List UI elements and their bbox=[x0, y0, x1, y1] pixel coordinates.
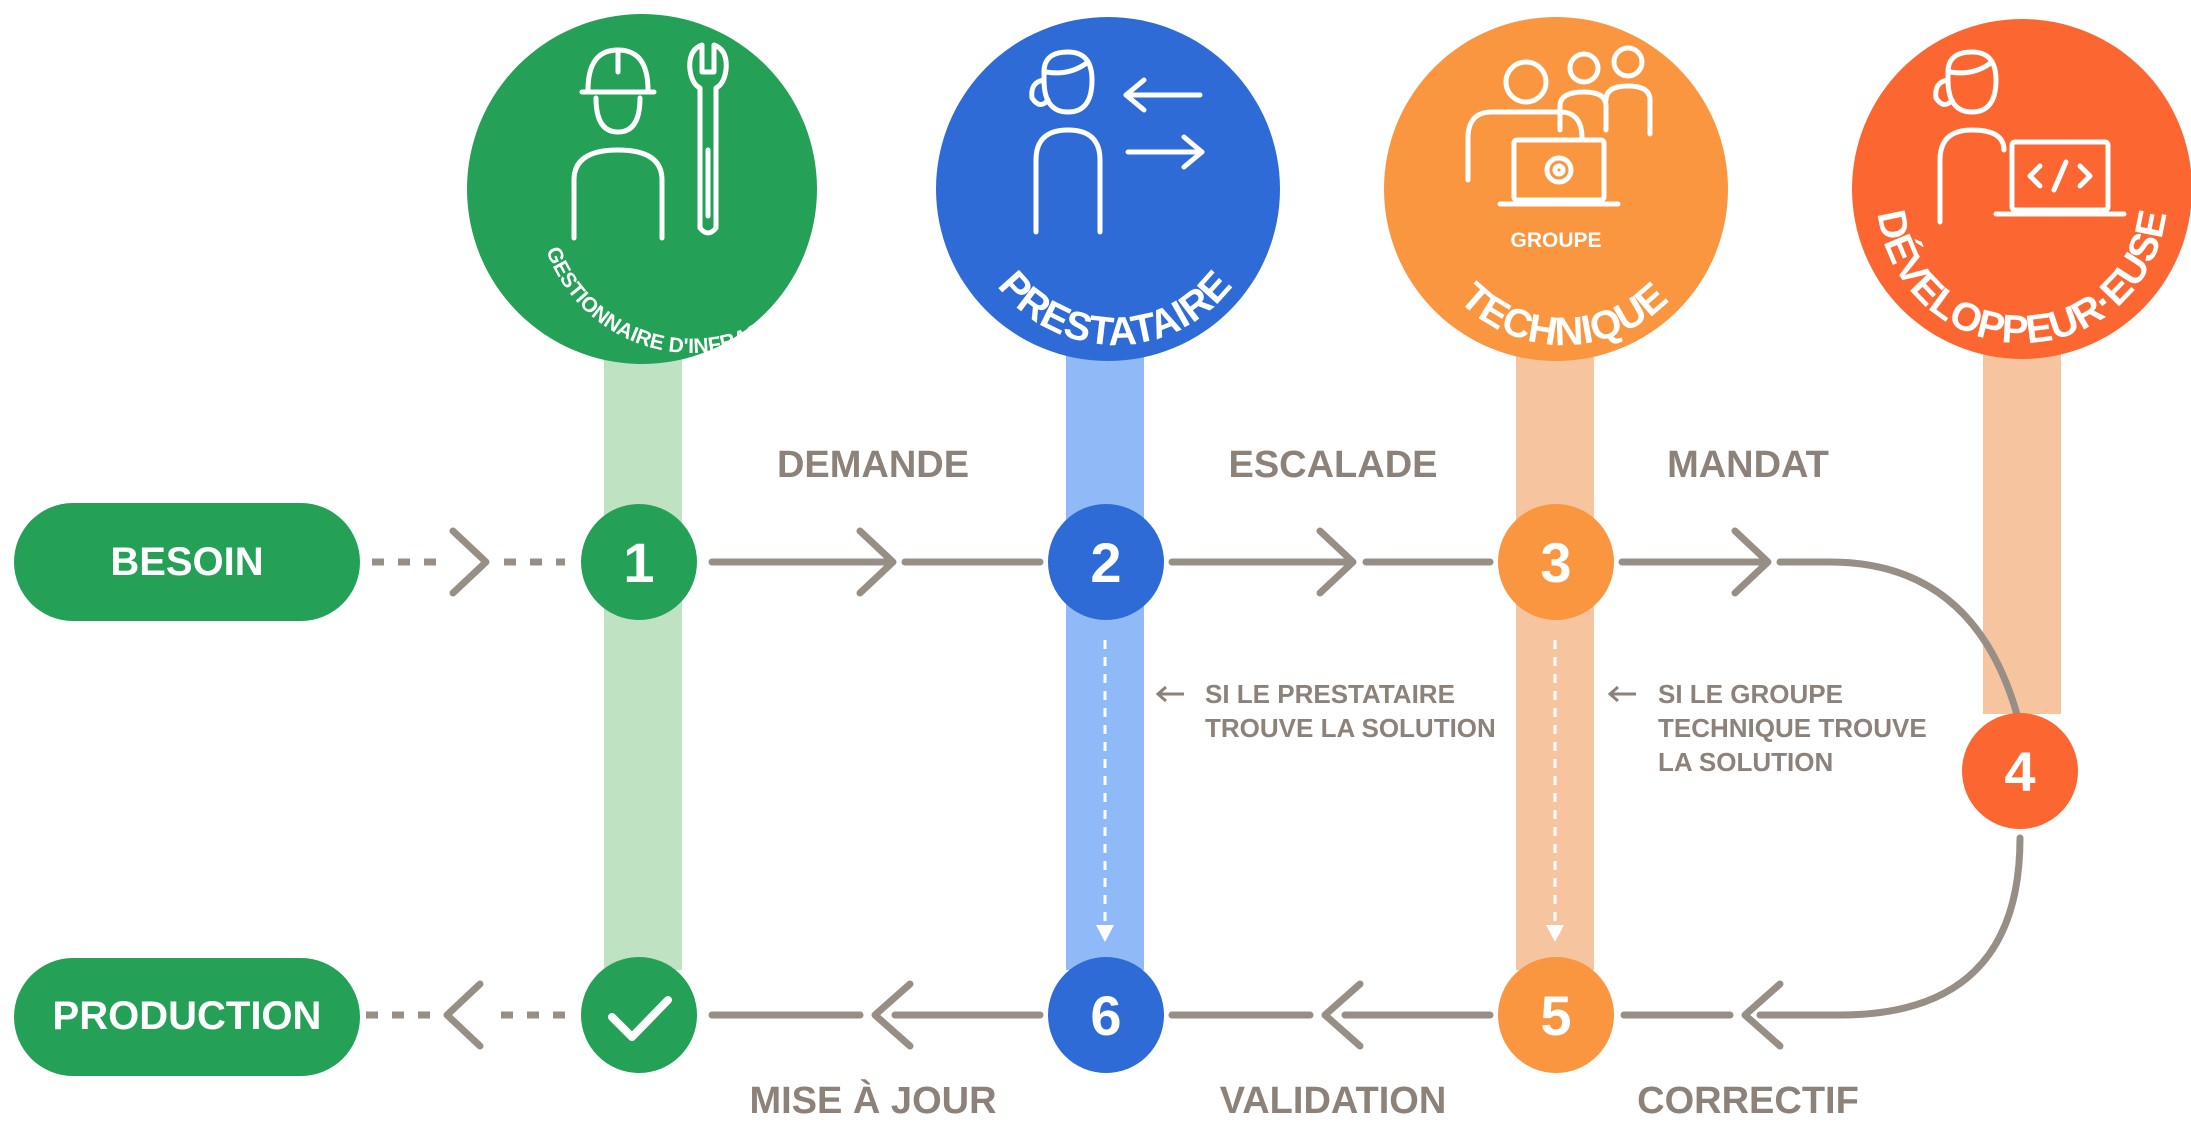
step-3-number: 3 bbox=[1540, 531, 1571, 594]
step-5-number: 5 bbox=[1540, 984, 1571, 1047]
lane-infra bbox=[604, 355, 682, 970]
terminal-start: BESOIN bbox=[14, 503, 360, 621]
step-6-number: 6 bbox=[1090, 984, 1121, 1047]
shortcut-lines bbox=[1096, 640, 1564, 942]
label-correctif: CORRECTIF bbox=[1637, 1080, 1859, 1122]
note-presta-line-1: SI LE PRESTATAIRE bbox=[1205, 679, 1455, 709]
note-groupe-line-3: LA SOLUTION bbox=[1658, 747, 1833, 777]
label-demande: DEMANDE bbox=[777, 444, 969, 486]
note-groupe: SI LE GROUPE TECHNIQUE TROUVE LA SOLUTIO… bbox=[1607, 679, 1927, 777]
terminal-start-label: BESOIN bbox=[110, 540, 263, 584]
connectors bbox=[365, 527, 2024, 1050]
step-4-number: 4 bbox=[2004, 740, 2035, 803]
note-presta: SI LE PRESTATAIRE TROUVE LA SOLUTION bbox=[1155, 679, 1496, 743]
left-arrow-icon bbox=[1607, 685, 1636, 703]
developer-code-icon bbox=[1933, 49, 2127, 225]
label-mise-a-jour: MISE À JOUR bbox=[749, 1078, 996, 1122]
note-groupe-line-2: TECHNIQUE TROUVE bbox=[1658, 713, 1927, 743]
step-done bbox=[581, 957, 697, 1073]
step-2-number: 2 bbox=[1090, 531, 1121, 594]
group-laptop-gear-icon bbox=[1465, 45, 1653, 207]
actor-groupe-label-line1: GROUPE bbox=[1510, 229, 1601, 252]
left-arrow-icon bbox=[1155, 685, 1184, 703]
step-3: 3 bbox=[1498, 504, 1614, 620]
terminal-end-label: PRODUCTION bbox=[53, 994, 322, 1038]
actor-groupe: GROUPE TECHNIQUE bbox=[1384, 17, 1728, 361]
label-validation: VALIDATION bbox=[1220, 1080, 1447, 1122]
worker-wrench-icon bbox=[571, 42, 729, 241]
note-presta-line-2: TROUVE LA SOLUTION bbox=[1205, 713, 1496, 743]
label-mandat: MANDAT bbox=[1667, 444, 1829, 486]
step-4: 4 bbox=[1962, 713, 2078, 829]
actor-dev: DÉVELOPPEUR·EUSE bbox=[1852, 19, 2191, 359]
person-exchange-icon bbox=[1029, 49, 1205, 235]
check-icon bbox=[608, 996, 672, 1041]
actor-infra: GESTIONNAIRE D'INFRASTRUCTURE bbox=[467, 14, 843, 364]
actor-presta: PRESTATAIRE bbox=[936, 17, 1280, 361]
step-6: 6 bbox=[1048, 957, 1164, 1073]
flow-labels: DEMANDE ESCALADE MANDAT MISE À JOUR VALI… bbox=[749, 444, 1858, 1122]
terminal-end: PRODUCTION bbox=[14, 958, 360, 1076]
note-groupe-line-1: SI LE GROUPE bbox=[1658, 679, 1843, 709]
step-2: 2 bbox=[1048, 504, 1164, 620]
label-escalade: ESCALADE bbox=[1228, 444, 1437, 486]
step-5: 5 bbox=[1498, 957, 1614, 1073]
step-1-number: 1 bbox=[623, 531, 654, 594]
step-1: 1 bbox=[581, 504, 697, 620]
